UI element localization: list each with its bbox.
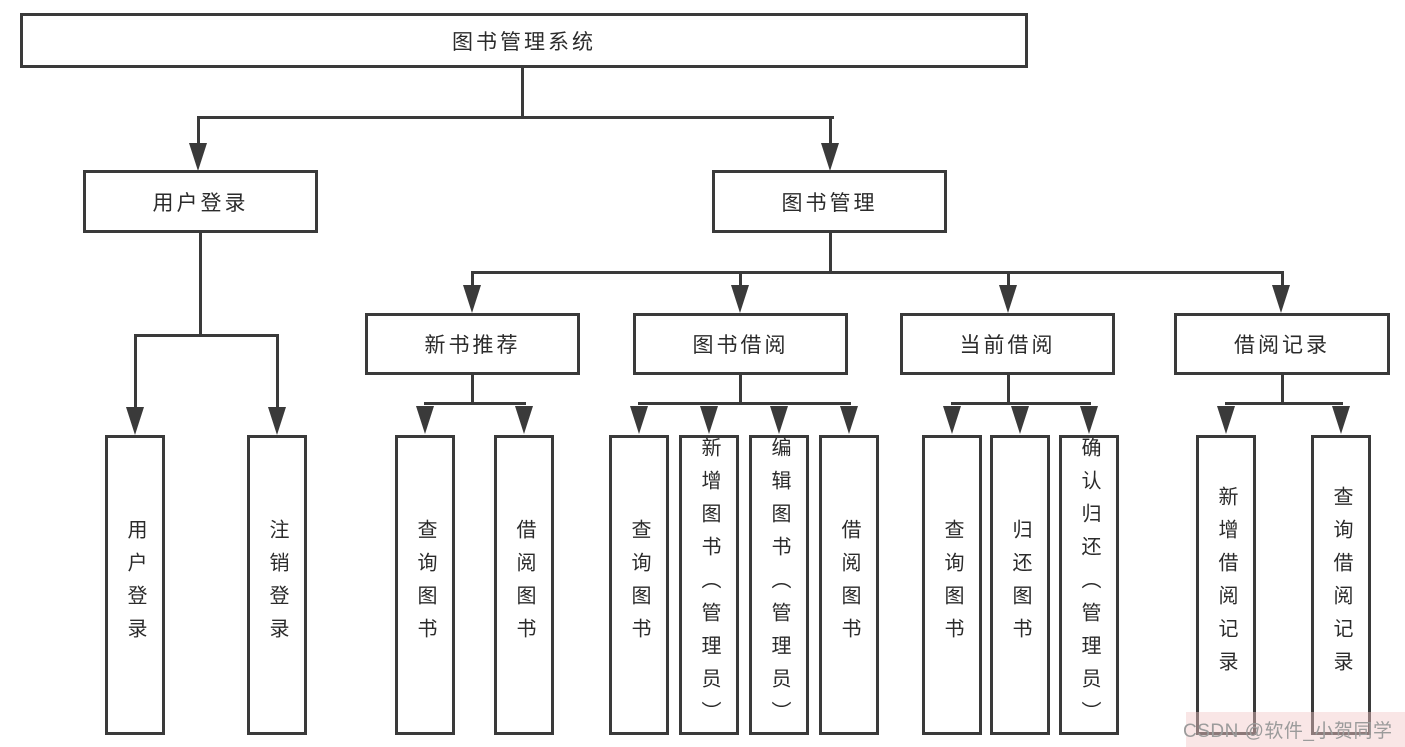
arrow-down-icon — [1217, 406, 1235, 434]
node-label: 归还图书 — [1009, 519, 1031, 651]
node-label: 图书借阅 — [692, 334, 789, 357]
leaf-logout: 注销登录 — [247, 435, 307, 735]
arrow-down-icon — [1080, 406, 1098, 434]
connector-line — [738, 271, 742, 287]
connector-line — [828, 116, 832, 146]
arrow-down-icon — [1272, 285, 1290, 313]
connector-line — [133, 334, 279, 337]
connector-line — [198, 233, 202, 336]
connector-line — [828, 233, 832, 274]
node-book-management: 图书管理 — [712, 170, 947, 233]
arrow-down-icon — [700, 406, 718, 434]
arrow-down-icon — [770, 406, 788, 434]
node-user-login: 用户登录 — [83, 170, 318, 233]
arrow-down-icon — [1011, 406, 1029, 434]
leaf-br-add-record: 新增借阅记录 — [1196, 435, 1256, 735]
arrow-down-icon — [943, 406, 961, 434]
connector-line — [196, 116, 200, 146]
leaf-bb-edit-books-admin: 编辑图书（管理员） — [749, 435, 809, 735]
node-label: 查询图书 — [414, 519, 436, 651]
node-label: 确认归还（管理员） — [1078, 436, 1100, 734]
node-label: 借阅图书 — [513, 519, 535, 651]
connector-line — [1006, 375, 1010, 404]
node-label: 编辑图书（管理员） — [768, 436, 790, 734]
node-label: 新增借阅记录 — [1215, 486, 1237, 684]
leaf-bb-add-books-admin: 新增图书（管理员） — [679, 435, 739, 735]
node-label: 当前借阅 — [959, 334, 1056, 357]
arrow-down-icon — [268, 407, 286, 435]
arrow-down-icon — [189, 143, 207, 171]
arrow-down-icon — [999, 285, 1017, 313]
node-label: 新书推荐 — [424, 334, 521, 357]
node-new-book-recommend: 新书推荐 — [365, 313, 580, 375]
leaf-nb-borrow-books: 借阅图书 — [494, 435, 554, 735]
connector-line — [470, 271, 1284, 274]
connector-line — [1224, 402, 1343, 405]
connector-line — [738, 375, 742, 404]
connector-line — [1006, 271, 1010, 287]
node-label: 图书管理 — [781, 191, 878, 215]
connector-line — [637, 402, 851, 405]
arrow-down-icon — [731, 285, 749, 313]
node-book-borrowing: 图书借阅 — [633, 313, 848, 375]
arrow-down-icon — [1332, 406, 1350, 434]
node-label: 查询借阅记录 — [1330, 486, 1352, 684]
arrow-down-icon — [463, 285, 481, 313]
node-label: 注销登录 — [266, 519, 288, 651]
leaf-bb-query-books: 查询图书 — [609, 435, 669, 735]
arrow-down-icon — [630, 406, 648, 434]
node-root: 图书管理系统 — [20, 13, 1028, 68]
connector-line — [520, 68, 524, 118]
arrow-down-icon — [840, 406, 858, 434]
leaf-cb-return-books: 归还图书 — [990, 435, 1050, 735]
arrow-down-icon — [821, 143, 839, 171]
connector-line — [470, 271, 474, 287]
leaf-cb-query-books: 查询图书 — [922, 435, 982, 735]
node-label: 用户登录 — [152, 191, 249, 215]
connector-line — [1280, 375, 1284, 404]
node-label: 新增图书（管理员） — [698, 436, 720, 734]
node-label: 查询图书 — [941, 519, 963, 651]
node-label: 图书管理系统 — [452, 30, 596, 54]
connector-line — [196, 116, 834, 119]
watermark-text: CSDN @软件_小贺同学 — [1183, 721, 1393, 742]
leaf-bb-borrow-books: 借阅图书 — [819, 435, 879, 735]
leaf-nb-query-books: 查询图书 — [395, 435, 455, 735]
connector-line — [470, 375, 474, 404]
leaf-cb-confirm-return-admin: 确认归还（管理员） — [1059, 435, 1119, 735]
node-borrowing-records: 借阅记录 — [1174, 313, 1390, 375]
leaf-user-login: 用户登录 — [105, 435, 165, 735]
node-label: 用户登录 — [124, 519, 146, 651]
watermark-highlight — [1186, 712, 1405, 747]
connector-line — [423, 402, 526, 405]
arrow-down-icon — [515, 406, 533, 434]
node-label: 借阅图书 — [838, 519, 860, 651]
arrow-down-icon — [416, 406, 434, 434]
connector-line — [950, 402, 1091, 405]
connector-line — [133, 334, 137, 409]
connector-line — [1280, 271, 1284, 287]
node-current-borrowing: 当前借阅 — [900, 313, 1115, 375]
connector-line — [275, 334, 279, 409]
node-label: 借阅记录 — [1234, 334, 1330, 357]
node-label: 查询图书 — [628, 519, 650, 651]
leaf-br-query-record: 查询借阅记录 — [1311, 435, 1371, 735]
arrow-down-icon — [126, 407, 144, 435]
